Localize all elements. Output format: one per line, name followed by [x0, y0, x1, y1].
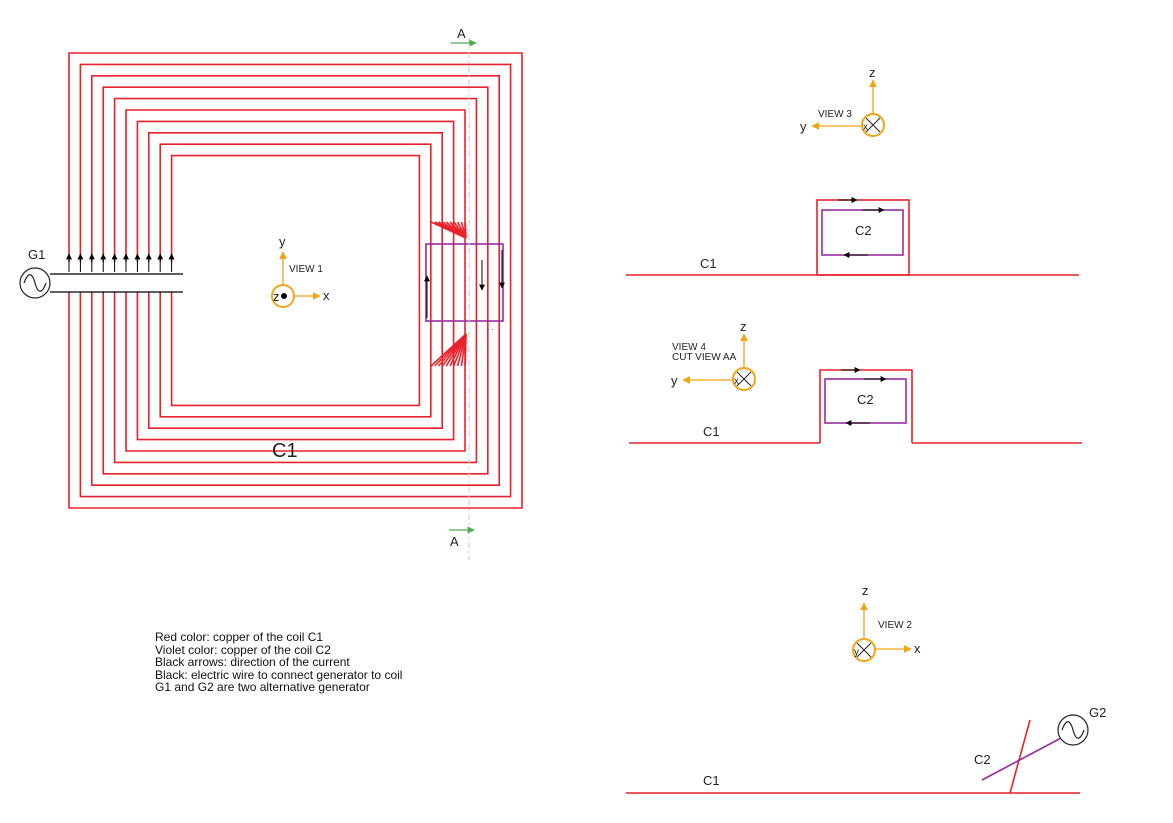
generator-g2-label: G2 [1089, 705, 1106, 720]
view2-axis-x: x [914, 641, 921, 656]
view2-c1-cross [1009, 719, 1031, 794]
view4-axis-z: z [740, 319, 747, 334]
legend-item: Black: electric wire to connect generato… [155, 667, 403, 682]
view3-title: VIEW 3 [818, 109, 852, 120]
view1-axis-y: y [279, 234, 286, 249]
c1-turn [102, 86, 489, 475]
view4-c1-cut [629, 369, 1082, 444]
view4-subtitle: CUT VIEW AA [672, 352, 737, 363]
section-label-bottom: A [450, 534, 459, 549]
coil-c1-label: C1 [272, 440, 298, 462]
view2-c2-edge [981, 736, 1064, 781]
c1-turn [159, 143, 432, 418]
view1-axis-z: z [273, 289, 280, 304]
view4-c2-label: C2 [857, 392, 874, 407]
view1-axis-triad [271, 251, 321, 308]
coil-c2-top-view [425, 243, 504, 322]
view3-axis-x: x [863, 122, 868, 133]
view3-c1-loop [816, 199, 910, 276]
c1-turn [136, 120, 455, 441]
view2-c2-label: C2 [974, 752, 991, 767]
c1-turn [79, 63, 512, 498]
current-arrows-c1 [66, 253, 175, 272]
coil-c1-spiral [68, 52, 523, 509]
view4-axis-triad [682, 333, 756, 391]
c1-funnel-line [464, 221, 467, 239]
view4-axis-y: y [671, 373, 678, 388]
svg-text:. .: . . [487, 323, 494, 332]
c1-turn [91, 75, 500, 486]
generator-g1-label: G1 [28, 247, 45, 262]
c1-turn [68, 52, 523, 509]
legend: Red color: copper of the coil C1 Violet … [155, 631, 402, 694]
view3-c2-label: C2 [855, 223, 872, 238]
view3-axis-triad [811, 79, 885, 137]
view2-axis-y: y [854, 647, 859, 658]
view2-title: VIEW 2 [878, 620, 912, 631]
view4-c1-label: C1 [703, 424, 720, 439]
generator-g2-icon [1057, 714, 1089, 746]
legend-item: Black arrows: direction of the current [155, 655, 350, 669]
generator-g1-icon [19, 267, 51, 299]
view2-axis-z: z [862, 583, 869, 598]
c1-turn [113, 97, 478, 464]
legend-item: Violet color: copper of the coil C2 [155, 642, 331, 657]
view4-axis-x: x [734, 376, 739, 387]
view3-axis-y: y [800, 119, 807, 134]
view3-axis-z: z [869, 65, 876, 80]
c1-turn [170, 154, 421, 407]
c1-funnel-line [464, 333, 467, 367]
view2-axis-triad [852, 602, 912, 662]
view1-title: VIEW 1 [289, 264, 323, 275]
section-label-top: A [457, 26, 466, 41]
legend-item: Red color: copper of the coil C1 [155, 630, 324, 644]
view4-title: VIEW 4 [672, 342, 706, 353]
view3-c1-label: C1 [700, 256, 717, 271]
view2-c1-label: C1 [703, 773, 720, 788]
c1-turn [148, 132, 443, 429]
feed-wire-g1 [50, 273, 183, 293]
c1-turn [125, 109, 466, 452]
legend-item: G1 and G2 are two alternative generator [155, 680, 370, 694]
view1-axis-x: x [323, 288, 330, 303]
